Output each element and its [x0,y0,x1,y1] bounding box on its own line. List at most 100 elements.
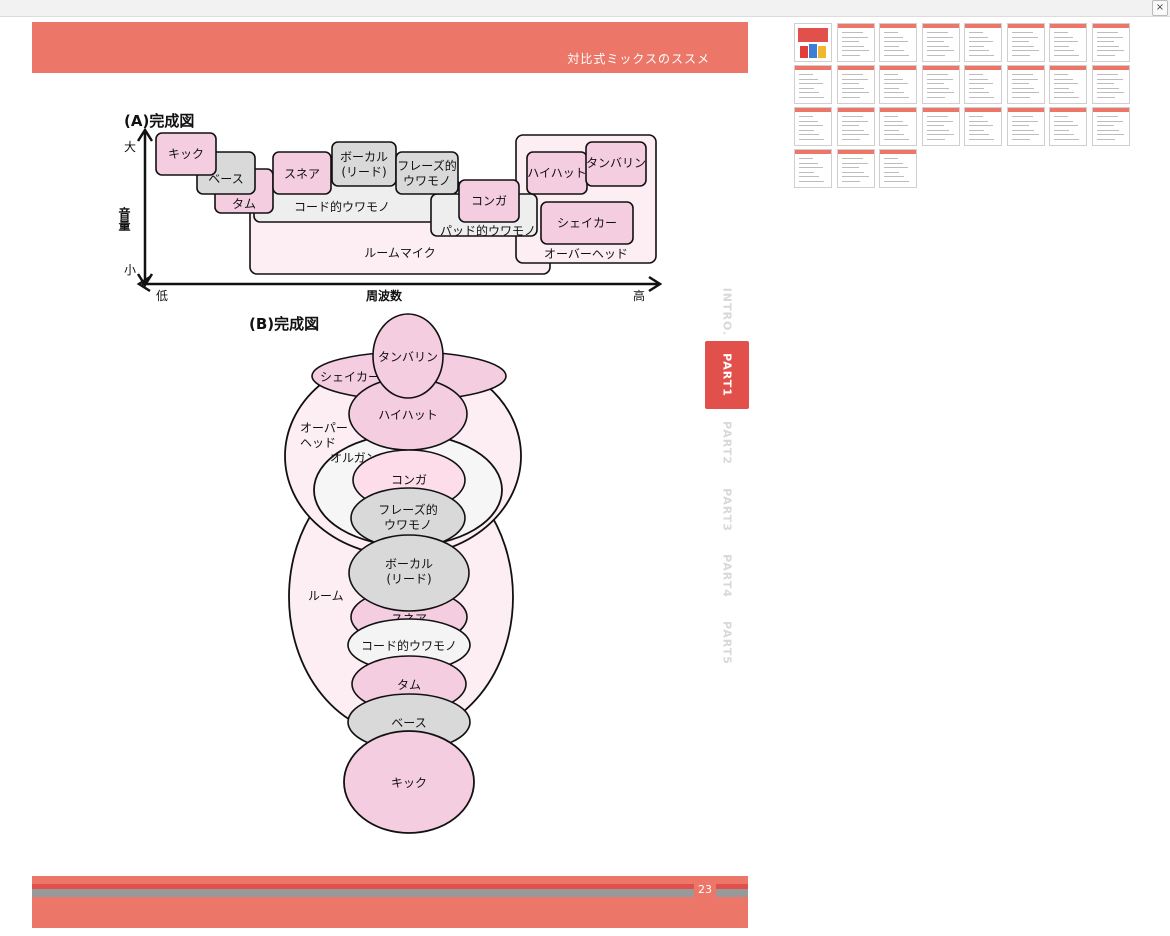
box-vocal-lead [331,141,397,187]
nav-tab-intro[interactable]: INTRO. [705,278,749,346]
nav-tab-part1[interactable]: PART1 [705,341,749,409]
ellipse-shaker-label: シェイカー [320,370,380,384]
ellipse-kick [343,730,475,834]
nav-tab-part4[interactable]: PART4 [705,542,749,610]
box-phrase-uwamono [395,151,459,195]
page-thumbnail[interactable] [836,65,875,104]
figure-a-title: (A)完成図 [124,112,194,130]
ellipse-vocal-lead [348,534,470,612]
page-number: 23 [694,883,716,897]
x-axis-arrow-right [648,275,663,293]
page-thumbnail[interactable] [879,107,917,146]
ellipse-phrase-uwamono-label-1: フレーズ的 [378,502,437,517]
nav-tab-label: PART5 [720,621,734,665]
box-tom-label: タム [232,197,256,211]
ellipse-tom-label: タム [397,678,421,692]
figure-b-title: (B)完成図 [249,315,319,333]
page-thumbnail[interactable] [921,65,960,104]
box-hihat-label: ハイハット [527,166,587,180]
close-button[interactable]: × [1152,0,1168,16]
page-thumbnail[interactable] [921,107,960,146]
ellipse-overhead-label-2: ヘッド [300,436,336,450]
page-thumbnail[interactable] [1091,23,1130,62]
page-thumbnail[interactable] [964,107,1002,146]
box-room-mic-label: ルームマイク [364,246,435,260]
viewer-toolbar: × [0,0,1170,17]
nav-tab-label: PART1 [720,353,734,397]
box-phrase-uwamono-label-1: フレーズ的 [397,158,456,173]
box-snare [272,151,332,195]
y-axis-arrow-up [136,127,154,142]
ellipse-chord-uwamono-label: コード的ウワモノ [361,638,457,653]
footer-stripe-red [32,884,748,889]
page-thumbnail[interactable] [794,23,832,62]
x-axis-arrow-left [136,275,151,293]
page-thumbnail[interactable] [1091,65,1130,104]
box-shaker [540,201,634,245]
x-axis-low: 低 [156,289,168,303]
box-kick [155,132,217,176]
page-thumbnail[interactable] [1091,107,1130,146]
page-footer: 23 [32,876,748,928]
mix-diagram: (A)完成図 大 小 音量 低 高 周波数 ルームマイク オーバーヘッド コード… [117,112,663,834]
header-title: 対比式ミックスのススメ [567,52,710,66]
box-conga-label: コンガ [471,194,507,208]
box-conga [458,179,520,223]
ellipse-hihat-label: ハイハット [378,408,438,422]
y-axis-low: 小 [124,263,136,277]
page-thumbnail[interactable] [1049,107,1087,146]
ellipse-overhead-label-1: オーパー [300,421,348,435]
nav-tab-label: INTRO. [720,287,734,337]
box-phrase-uwamono-label-2: ウワモノ [403,174,451,188]
book-page: 対比式ミックスのススメ (A)完成図 大 小 音量 低 高 周波数 ルームマイク… [32,22,748,928]
nav-tab-part2[interactable]: PART2 [705,409,749,477]
box-overhead-label: オーバーヘッド [544,247,628,261]
box-shaker-label: シェイカー [557,216,617,230]
x-axis-label: 周波数 [366,288,403,303]
nav-tab-part5[interactable]: PART5 [705,609,749,677]
footer-stripe-gray [32,889,748,897]
nav-tab-label: PART4 [720,554,734,598]
box-snare-label: スネア [284,167,320,181]
page-thumbnail[interactable] [836,23,875,62]
box-vocal-lead-label-1: ボーカル [340,150,388,164]
box-vocal-lead-label-2: (リード) [341,165,386,179]
page-thumbnail[interactable] [836,149,875,188]
box-tambourine-label: タンバリン [586,156,646,170]
page-header: 対比式ミックスのススメ [32,22,748,73]
y-axis-label: 音量 [117,206,131,231]
ellipse-vocal-lead-label-2: (リード) [386,572,431,586]
page-thumbnail[interactable] [1006,107,1045,146]
page-thumbnail[interactable] [1006,65,1045,104]
page-thumbnail[interactable] [836,107,875,146]
page-thumbnail[interactable] [794,149,832,188]
page-thumbnail[interactable] [794,65,832,104]
box-kick-label: キック [168,147,204,161]
ellipse-conga-label: コンガ [391,473,427,487]
ellipse-tambourine-label: タンバリン [378,350,438,364]
nav-tab-label: PART3 [720,488,734,532]
y-axis-high: 大 [124,140,136,154]
page-thumbnail[interactable] [964,23,1002,62]
ellipse-vocal-lead-label-1: ボーカル [385,557,433,571]
box-tambourine [585,141,647,187]
page-thumbnail[interactable] [1049,65,1087,104]
page-thumbnail[interactable] [1006,23,1045,62]
page-thumbnail[interactable] [794,107,832,146]
page-thumbnail[interactable] [964,65,1002,104]
page-thumbnail[interactable] [879,23,917,62]
nav-tab-label: PART2 [720,421,734,465]
box-bass-label: ベース [208,172,243,186]
page-thumbnail[interactable] [879,65,917,104]
x-axis-high: 高 [633,288,645,303]
page-thumbnail[interactable] [879,149,917,188]
ellipse-kick-label: キック [391,776,427,790]
box-chord-uwamono-label: コード的ウワモノ [294,199,390,214]
ellipse-phrase-uwamono-label-2: ウワモノ [384,518,432,532]
nav-tab-part3[interactable]: PART3 [705,476,749,544]
box-pad-uwamono-label: パッド的ウワモノ [440,223,536,238]
page-thumbnail[interactable] [921,23,960,62]
ellipse-bass-label: ベース [391,716,426,730]
page-thumbnail[interactable] [1049,23,1087,62]
ellipse-room-label: ルーム [308,589,344,603]
